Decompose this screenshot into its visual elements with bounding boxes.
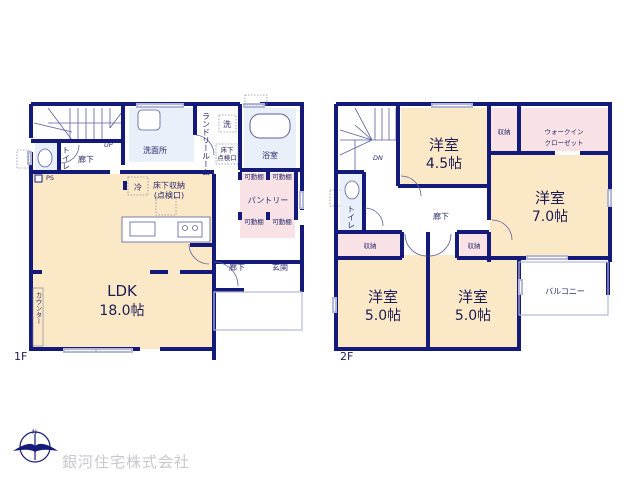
fridge-label: 冷 [134,182,142,192]
hall-upper-label: 廊下 [78,154,94,164]
storage-left-label: 収納 [364,241,377,250]
ldk-label: LDK [107,282,138,300]
toilet-fixture-2f [344,180,360,200]
bath-window-box [244,94,268,106]
western-70-label: 洋室 [535,189,565,207]
bathroom-label: 浴室 [262,150,278,160]
compass: N [13,428,58,463]
floor-1-label: 1F [14,350,27,363]
doors-1f [60,134,239,287]
laundry-label: ランドリールーム [202,112,211,176]
western-50b-label: 洋室 [458,288,488,306]
windows-2f [332,103,612,313]
company-name: 銀河住宅株式会社 [62,453,190,471]
burner-icon [192,225,198,231]
western-45-label: 洋室 [429,136,459,154]
stairs-down-label: DN [373,154,383,162]
porch [213,291,303,331]
shelf-label: 可動棚 [244,172,264,181]
stairs-up-label: UP [104,141,113,149]
ps-label: PS [46,174,54,182]
western-45-size: 4.5帖 [426,156,462,172]
counter-strip [32,287,44,347]
inspection-label-2: 点検口 [217,153,237,162]
storage-top-area [490,108,518,151]
toilet-window-box [16,149,30,169]
doors-2f [364,175,513,257]
hall-lower-label: 廊下 [229,262,245,272]
western-50b-size: 5.0帖 [455,308,491,324]
under-floor-hatch-box [155,196,177,216]
floor-2-label: 2F [340,350,353,363]
western-50a-area [338,255,427,348]
under-floor-storage-label-2: (点検口) [154,190,184,200]
storage-mid-area [460,234,487,256]
shelf-label: 可動棚 [272,172,292,181]
wic-label-1: ウォークイン [545,128,584,136]
walls-1f [29,102,304,360]
windows-1f [27,103,304,353]
counter-label: カウンター [34,292,42,325]
entrance-label: 玄関 [272,262,288,272]
wic-label-2: クローゼット [545,138,584,147]
stairs-2f [339,107,398,172]
western-50a-size: 5.0帖 [365,308,401,324]
pantry-area [240,173,295,238]
washer-label: 洗 [223,119,231,129]
floor-1: LDK 18.0帖 洗面所 浴室 洗 床下 点検口 廊下 UP PS 冷 床下収… [14,94,343,363]
floor-2: 洋室 4.5帖 洋室 7.0帖 洋室 5.0帖 洋室 5.0帖 収納 ウォークイ… [332,102,612,363]
storage-left-area [338,234,400,256]
storage-top-label: 収納 [498,127,511,136]
western-45-area [401,108,487,184]
balcony-label: バルコニー [545,287,585,296]
western-50a-label: 洋室 [368,288,398,306]
pantry-label: パントリー [248,196,288,205]
washroom-label: 洗面所 [143,145,167,155]
western-70-size: 7.0帖 [532,209,568,225]
toilet-1f-label: トイレ [62,146,71,170]
ldk-size: 18.0帖 [99,303,144,319]
bathtub-icon [249,113,291,139]
western-70-area [490,155,608,258]
inspection-label-1: 床下 [221,145,235,154]
burner-icon [182,225,188,231]
sink-icon [137,109,161,131]
walk-in-closet-area [521,108,608,151]
shelf-label: 可動棚 [272,217,292,226]
western-50b-area [429,255,517,348]
stairs-1f [33,107,126,141]
washer-spot [218,114,237,133]
ps-box [34,174,43,183]
kitchen-sink-icon [129,221,156,237]
stove-icon [177,221,203,238]
ldk-area [31,174,214,349]
under-floor-storage-label-1: 床下収納 [153,180,185,190]
compass-north-label: N [32,428,37,436]
storage-mid-label: 収納 [468,241,481,250]
shelf-label: 可動棚 [244,217,264,226]
toilet-fixture-1f [37,148,53,168]
toilet-2f-label: トイレ [347,205,356,229]
fridge-spot [127,176,149,196]
hall-2f-label: 廊下 [433,211,449,221]
